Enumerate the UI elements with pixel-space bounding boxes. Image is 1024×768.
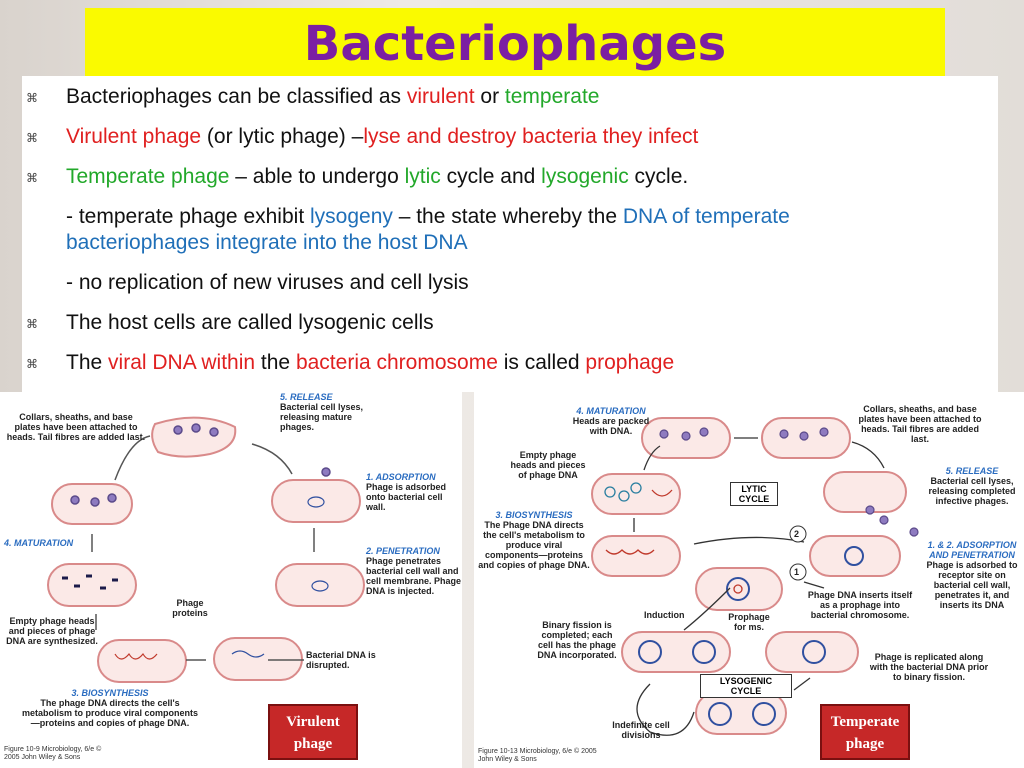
heading: 4. MATURATION: [4, 538, 74, 548]
caption-collars: Collars, sheaths, and base plates have b…: [6, 412, 146, 442]
slide-title: Bacteriophages: [303, 16, 727, 72]
text: or: [474, 85, 505, 108]
bullet-item: ⌘ Temperate phage – able to undergo lyti…: [22, 164, 982, 190]
text: the: [255, 351, 296, 374]
text: – able to undergo: [229, 165, 405, 188]
text-dna-integrate: DNA of temperate bacteriophages integrat…: [66, 205, 790, 254]
virulent-phage-label: Virulent phage: [268, 704, 358, 760]
text-lysogenic: lysogenic: [541, 165, 629, 188]
bullet-icon: ⌘: [26, 171, 38, 185]
figure-credit: Figure 10-13 Microbiology, 6/e © 2005 Jo…: [478, 748, 597, 763]
text: Bacteriophages can be classified as: [66, 85, 407, 108]
caption-replicated: Phage is replicated along with the bacte…: [869, 652, 989, 682]
text: Phage is adsorbed onto bacterial cell wa…: [366, 482, 447, 512]
step-1-label: 1: [794, 567, 800, 577]
heading: 3. BIOSYNTHESIS: [495, 510, 573, 520]
bullet-icon: ⌘: [26, 317, 38, 331]
text: The Phage DNA directs the cell's metabol…: [478, 520, 590, 570]
heading: 2. PENETRATION: [366, 546, 440, 556]
caption-phage-proteins: Phage proteins: [172, 598, 208, 618]
text: - no replication of new viruses and cell…: [66, 271, 469, 294]
bullet-list: ⌘ Bacteriophages can be classified as vi…: [22, 84, 982, 390]
bullet-icon: ⌘: [26, 357, 38, 371]
caption-maturation: 4. MATURATION: [4, 538, 73, 548]
caption-dna-disrupted: Bacterial DNA is disrupted.: [306, 650, 376, 670]
sub-item: - temperate phage exhibit lysogeny – the…: [22, 204, 982, 256]
text: (or lytic phage) –: [201, 125, 364, 148]
step-2-label: 2: [794, 529, 800, 539]
caption-induction: Induction: [644, 610, 685, 620]
heading: 5. RELEASE: [945, 466, 999, 476]
text-temperate: temperate: [504, 85, 600, 108]
text: The: [66, 351, 109, 374]
bullet-item: ⌘ The viral DNA within the bacteria chro…: [22, 350, 982, 376]
text: cycle and: [440, 165, 542, 188]
lysogenic-cycle-label: LYSOGENIC CYCLE: [700, 674, 792, 698]
caption-inserts: Phage DNA inserts itself as a prophage i…: [807, 590, 913, 620]
text-lysogeny: lysogeny: [309, 205, 393, 228]
text-lytic: lytic: [404, 165, 441, 188]
text: - temperate phage exhibit: [66, 205, 310, 228]
bullet-item: ⌘ Bacteriophages can be classified as vi…: [22, 84, 982, 110]
heading: 4. MATURATION: [576, 406, 646, 416]
lytic-cycle-label: LYTIC CYCLE: [730, 482, 778, 506]
text: Bacterial cell lyses, releasing mature p…: [280, 402, 364, 432]
text-lyse: lyse and destroy bacteria they infect: [363, 125, 699, 148]
bullet-icon: ⌘: [26, 131, 38, 145]
text-prophage: prophage: [585, 351, 675, 374]
text-viral-dna: viral DNA within: [108, 351, 256, 374]
sub-item: - no replication of new viruses and cell…: [22, 270, 982, 296]
text: The host cells are called lysogenic cell…: [66, 311, 434, 334]
bullet-icon: ⌘: [26, 91, 38, 105]
caption-indefinite: Indefinite cell divisions: [612, 720, 670, 740]
caption-binary-fission: Binary fission is completed; each cell h…: [537, 620, 617, 660]
text: Heads are packed with DNA.: [572, 416, 650, 436]
bullet-item: ⌘ The host cells are called lysogenic ce…: [22, 310, 982, 336]
text: Bacterial cell lyses, releasing complete…: [928, 476, 1016, 506]
lysogenic-cycle-art: [591, 417, 919, 736]
heading: 3. BIOSYNTHESIS: [71, 688, 149, 698]
caption-empty-heads: Empty phage heads and pieces of phage DN…: [510, 450, 586, 480]
temperate-phage-label: Temperate phage: [820, 704, 910, 760]
text-virulent: virulent: [406, 85, 475, 108]
caption-empty-heads: Empty phage heads and pieces of phage DN…: [6, 616, 98, 646]
lytic-cycle-art: [47, 416, 365, 683]
text-panel: ⌘ Bacteriophages can be classified as vi…: [22, 76, 998, 392]
text: The phage DNA directs the cell's metabol…: [21, 698, 199, 728]
heading: 5. RELEASE: [280, 392, 333, 402]
text: is called: [497, 351, 586, 374]
figure-credit: Figure 10-9 Microbiology, 6/e © 2005 Joh…: [4, 746, 102, 761]
text: Phage penetrates bacterial cell wall and…: [366, 556, 462, 596]
caption-collars: Collars, sheaths, and base plates have b…: [858, 404, 982, 444]
caption-prophage: Prophage for ms.: [728, 612, 770, 632]
text: – the state whereby the: [392, 205, 623, 228]
text-temperate-phage: Temperate phage: [66, 165, 230, 188]
heading: 1. ADSORPTION: [366, 472, 436, 482]
heading: 1. & 2. ADSORPTION AND PENETRATION: [927, 540, 1017, 560]
text-virulent-phage: Virulent phage: [66, 125, 202, 148]
text: cycle.: [628, 165, 689, 188]
text-chromosome: bacteria chromosome: [295, 351, 498, 374]
title-bar: Bacteriophages: [85, 8, 945, 80]
bullet-item: ⌘ Virulent phage (or lytic phage) –lyse …: [22, 124, 982, 150]
text: Phage is adsorbed to receptor site on ba…: [926, 560, 1018, 610]
